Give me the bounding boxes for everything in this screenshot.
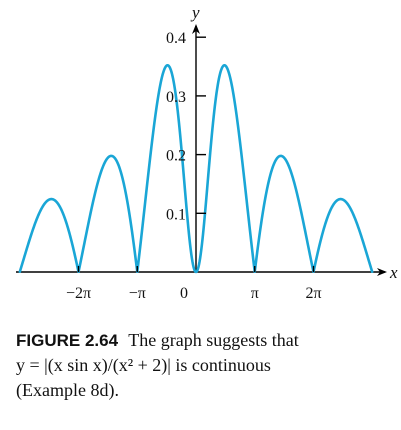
caption-line-3: (Example 8d). — [16, 380, 119, 400]
y-tick-label: 0.1 — [166, 206, 186, 223]
caption-text-1: The graph suggests that — [128, 330, 299, 350]
axes: xy — [16, 3, 398, 282]
y-tick-label: 0.3 — [166, 89, 186, 106]
x-tick-label: 2π — [305, 285, 321, 302]
x-tick-label: −π — [129, 285, 146, 302]
caption-line-1: FIGURE 2.64 The graph suggests that — [16, 328, 396, 353]
x-tick-label: 0 — [180, 285, 188, 302]
x-tick-label: −2π — [66, 285, 91, 302]
figure-caption: FIGURE 2.64 The graph suggests that y = … — [16, 328, 396, 403]
y-tick-label: 0.4 — [166, 30, 186, 47]
y-axis-label: y — [190, 3, 200, 22]
ticks: −2π −π 0 π 2π 0.1 0.2 0.3 0.4 — [66, 30, 322, 302]
caption-line-2: y = |(x sin x)/(x² + 2)| is continuous — [16, 355, 271, 375]
x-axis-label: x — [389, 263, 398, 282]
x-tick-label: π — [251, 285, 259, 302]
y-tick-label: 0.2 — [166, 148, 186, 165]
figure-label: FIGURE 2.64 — [16, 331, 119, 350]
